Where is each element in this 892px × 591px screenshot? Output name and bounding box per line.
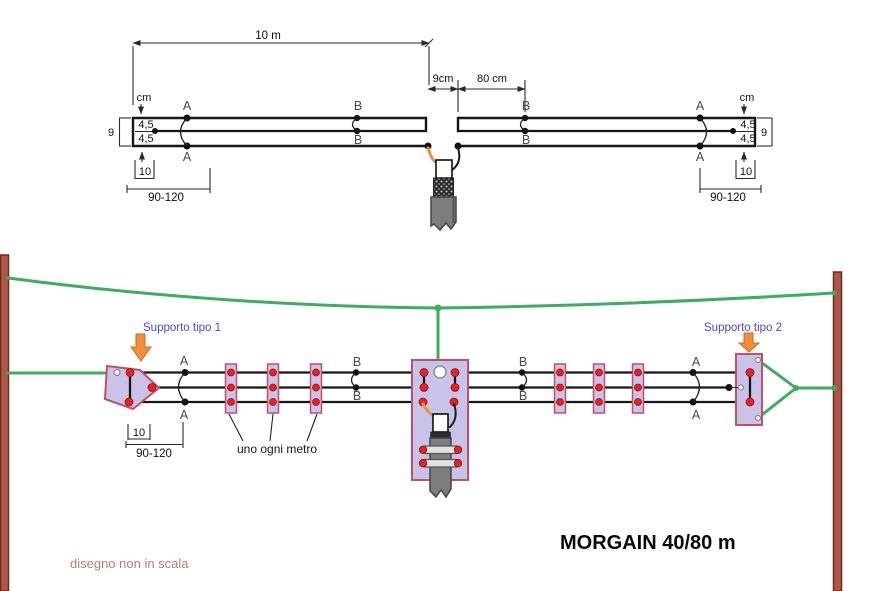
right-measure-stack: cm 4,5 4,5 9 10 90-120	[699, 92, 773, 204]
height-9-label-left: 9	[108, 127, 114, 139]
support1-label: Supporto tipo 1	[143, 322, 221, 334]
right-element-wires	[454, 116, 757, 150]
end-zone-label: 90-120	[136, 448, 172, 460]
point-label-a: A	[183, 99, 192, 113]
middle-wire-end-dot-right	[730, 128, 736, 134]
point-label-b: B	[354, 99, 362, 113]
point-label-a: A	[692, 355, 701, 369]
point-label-b: B	[519, 389, 527, 403]
point-label-b: B	[353, 355, 361, 369]
wire-eyelet	[737, 384, 745, 391]
middle-wire-end-dot-left	[152, 128, 158, 134]
point-label-a: A	[180, 354, 189, 368]
spacer-leader	[306, 413, 318, 442]
dimension-10m: 10 m	[132, 30, 434, 105]
stub-10-label-left: 10	[139, 166, 151, 178]
point-label-a: A	[696, 150, 705, 164]
antenna-installed-view: Supporto tipo 1 Supporto tipo 2	[0, 254, 843, 591]
mast-left	[0, 254, 10, 591]
jumper-a-right: A A	[689, 355, 701, 422]
height-9-label-right: 9	[761, 127, 767, 139]
jumper-a-left: A A	[177, 354, 189, 422]
point-label-b: B	[519, 355, 527, 369]
jumper-a-right: A A	[696, 99, 708, 164]
spacer	[309, 363, 323, 414]
dimension-80cm: 80 cm	[457, 73, 526, 112]
point-label-b: B	[522, 99, 530, 113]
mast-right	[832, 271, 843, 591]
unit-cm-label-right: cm	[740, 92, 755, 104]
dimension-9cm-gap: 9cm	[427, 73, 459, 112]
cable-clamp	[420, 445, 461, 455]
half-width-bottom-right: 4,5	[740, 133, 755, 145]
point-label-b: B	[354, 133, 362, 147]
center-insulator-plate	[411, 359, 469, 499]
support-plate-2	[725, 353, 763, 426]
left-element-wires	[131, 116, 432, 150]
spacer	[224, 363, 238, 414]
dim-80cm-label: 80 cm	[477, 73, 507, 85]
point-label-a: A	[692, 408, 701, 422]
spacer	[592, 363, 606, 414]
rope-hole	[433, 365, 447, 379]
catenary-rope	[6, 276, 836, 310]
coax-jacket	[430, 196, 457, 232]
right-bridle-rope	[756, 357, 799, 422]
feed-dot-right	[454, 142, 462, 150]
jumper-b-left: B B	[350, 355, 361, 403]
scale-note: disegno non in scala	[70, 556, 189, 571]
shield-wire	[449, 403, 457, 428]
jumper-b-left: B B	[351, 99, 362, 147]
spacer	[266, 363, 280, 414]
spacer	[631, 363, 645, 414]
rope-eyelet	[113, 368, 121, 377]
dim-9cm-label: 9cm	[433, 73, 454, 85]
end-zone-label-right: 90-120	[710, 192, 746, 204]
unit-cm-label-left: cm	[137, 92, 152, 104]
point-label-a: A	[180, 408, 189, 422]
cable-clamp	[420, 458, 461, 468]
dim-10m-label: 10 m	[255, 30, 281, 42]
left-measure-stack: cm 4,5 4,5 9 10 90-120	[108, 92, 211, 204]
point-label-a: A	[183, 150, 192, 164]
coax-feedline-top	[426, 146, 461, 232]
rope-eyelet	[754, 356, 762, 364]
rope-eyelet	[754, 414, 762, 422]
drawing-title: MORGAIN 40/80 m	[560, 532, 736, 554]
spacer	[553, 363, 567, 414]
jumper-a-left: A A	[179, 99, 192, 164]
spacer-leader	[269, 413, 274, 442]
half-width-bottom-left: 4,5	[138, 133, 153, 145]
down-arrow-icon	[130, 333, 152, 362]
feed-dot-left	[424, 142, 432, 150]
point-label-a: A	[696, 99, 705, 113]
shield-wire	[451, 147, 461, 171]
point-label-b: B	[522, 133, 530, 147]
jumper-b-right: B B	[519, 99, 530, 147]
bottom-dimensions: 10 90-120	[125, 422, 184, 460]
coax-dielectric	[432, 413, 449, 433]
half-width-top-left: 4,5	[138, 119, 153, 131]
spacer-note: uno ogni metro	[237, 442, 317, 456]
coax-dielectric	[435, 159, 453, 179]
antenna-schematic-top-view: 10 m 9cm 80 cm cm 4,5 4,5 9	[108, 30, 773, 232]
coax-braid	[433, 177, 454, 198]
spacer-leader	[228, 413, 244, 442]
support-plate-1	[103, 364, 161, 411]
end-zone-label-left: 90-120	[148, 192, 184, 204]
wire-spacers: uno ogni metro	[224, 363, 645, 456]
jumper-b-right: B B	[518, 355, 527, 403]
stub-10-label: 10	[133, 427, 145, 439]
down-arrow-icon	[737, 332, 761, 353]
point-label-b: B	[353, 389, 361, 403]
half-width-top-right: 4,5	[740, 119, 755, 131]
support2-label: Supporto tipo 2	[704, 322, 782, 334]
stub-10-label-right: 10	[740, 166, 752, 178]
